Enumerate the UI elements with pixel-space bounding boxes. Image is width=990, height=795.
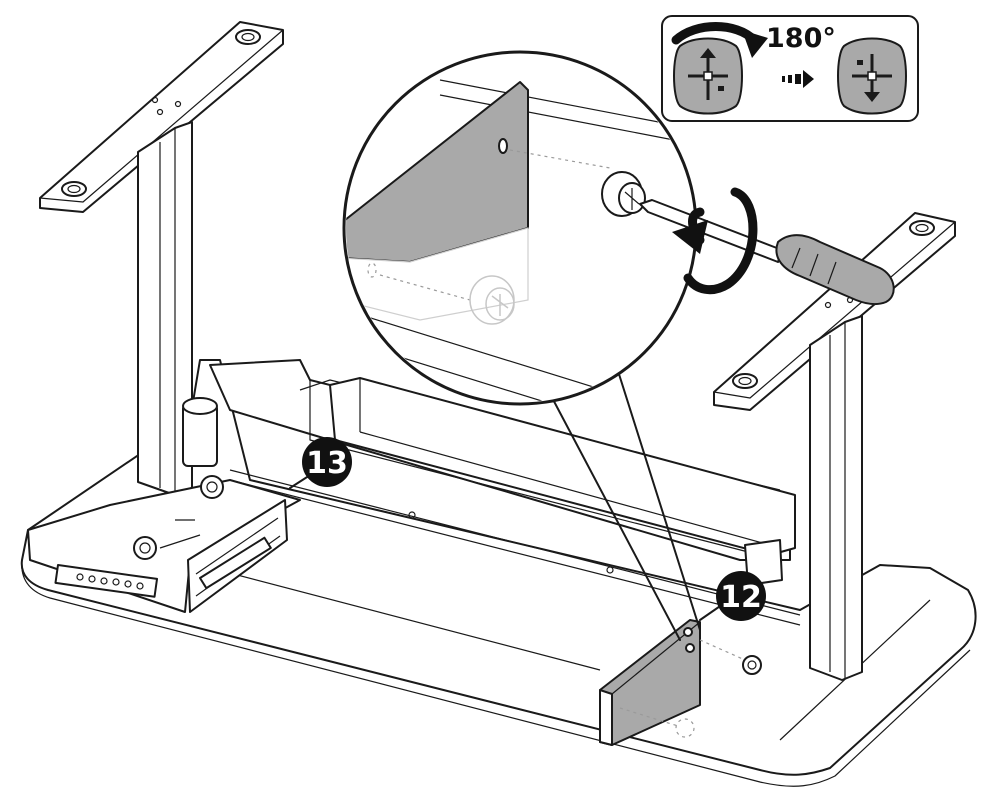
rotate-cw-arrow-icon [672,187,758,295]
side-plate-13 [187,499,288,613]
cam-lock [601,171,646,217]
control-box [329,377,796,586]
cam-lock-after-icon [837,37,907,115]
callout-number-12: 12 [720,580,762,615]
dashed-arrow-right-icon [782,70,814,88]
end-plate-12 [599,619,762,746]
callout-number-13: 13 [306,446,348,481]
left-leg [39,21,284,495]
magnifier-callout [342,50,701,641]
rotate-180-arrow-icon [671,22,768,58]
rotation-inset: 180° [661,15,919,122]
callout-badge-12: 12 [699,571,766,621]
cam-lock-before-icon [673,37,743,115]
rotation-label: 180° [766,23,836,54]
desktop-panel [20,359,977,787]
right-leg [713,212,956,681]
callout-badge-13: 13 [289,437,352,489]
